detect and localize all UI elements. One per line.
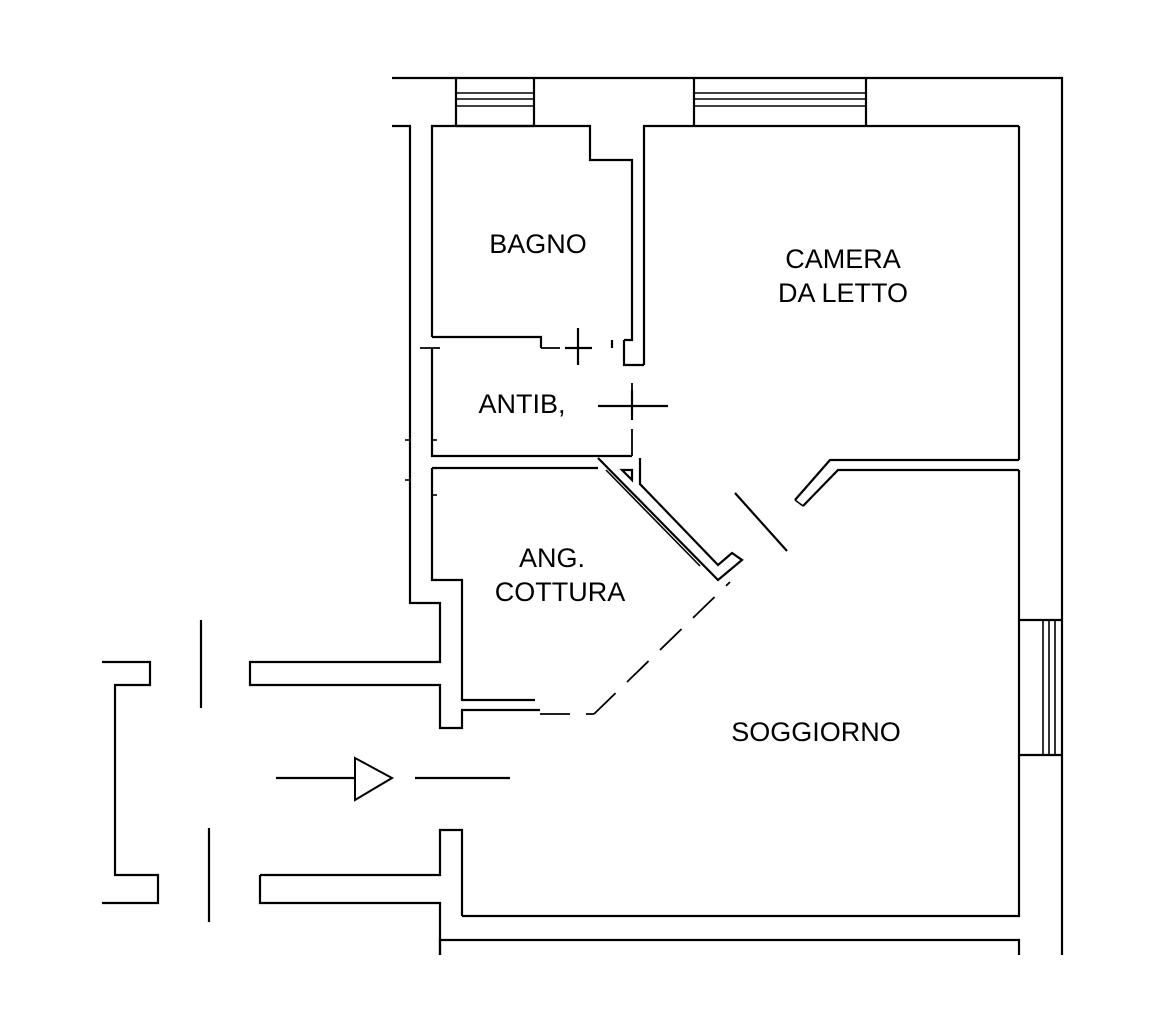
bedroom-window <box>692 78 868 126</box>
exterior-walls <box>392 76 1064 955</box>
bathroom-window <box>454 78 536 128</box>
label-camera-line1: CAMERA <box>785 244 901 274</box>
entrance <box>102 620 464 955</box>
bathroom-walls <box>420 124 634 365</box>
corridor-left-wall <box>248 124 540 730</box>
label-soggiorno: SOGGIORNO <box>731 717 901 747</box>
entrance-arrow <box>276 756 510 802</box>
antibagno-walls <box>430 348 668 458</box>
outer-wall-top-right <box>392 76 1064 955</box>
lower-adjacent-wall <box>438 938 1021 955</box>
bedroom-door <box>734 458 1019 552</box>
arrow-head-icon <box>354 756 395 802</box>
label-cucina-line2: COTTURA <box>495 577 626 607</box>
kitchen-walls <box>432 457 744 715</box>
room-labels: BAGNO CAMERA DA LETTO ANTIB, ANG. COTTUR… <box>478 229 908 747</box>
label-cucina-line1: ANG. <box>519 543 585 573</box>
living-window <box>1019 618 1062 757</box>
label-antibagno: ANTIB, <box>478 389 565 419</box>
soggiorno-right-bottom-wall <box>462 470 1021 918</box>
central-partition <box>622 124 1019 367</box>
label-camera-line2: DA LETTO <box>778 278 908 308</box>
label-bagno: BAGNO <box>489 229 587 259</box>
bedroom-door-leaf <box>734 492 788 552</box>
windows <box>454 78 1062 757</box>
